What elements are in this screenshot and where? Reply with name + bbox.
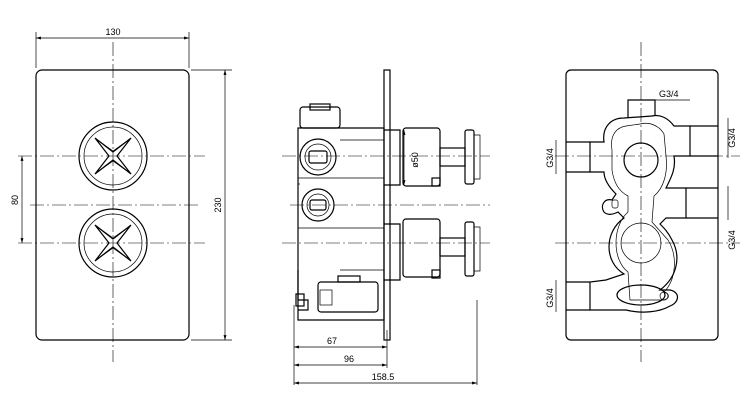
dim-depth-67: 67 xyxy=(327,336,337,346)
dim-front-height: 230 xyxy=(213,197,223,212)
upper-cross-handle xyxy=(78,121,148,191)
rear-view: G3/4 G3/4 G3/4 G3/4 G3/4 xyxy=(545,42,740,362)
dim-center-spacing: 80 xyxy=(10,195,20,205)
thread-label-right-upper: G3/4 xyxy=(727,128,737,148)
lower-cross-handle xyxy=(78,208,148,278)
thread-label-left-upper: G3/4 xyxy=(545,148,555,168)
rear-valve-body xyxy=(589,114,691,313)
thread-label-right-lower: G3/4 xyxy=(727,230,737,250)
dim-depth-total: 158.5 xyxy=(372,372,395,382)
front-view: 130 230 80 xyxy=(10,27,232,362)
rear-plate xyxy=(565,69,719,341)
valve-body xyxy=(297,127,385,321)
thread-label-left-lower: G3/4 xyxy=(545,288,555,308)
dim-handle-diameter: ø50 xyxy=(410,152,420,168)
thread-label-top: G3/4 xyxy=(659,89,679,99)
dim-front-width: 130 xyxy=(105,27,120,37)
dim-depth-96: 96 xyxy=(344,354,354,364)
side-view: ø50 67 96 158.5 xyxy=(282,69,490,385)
